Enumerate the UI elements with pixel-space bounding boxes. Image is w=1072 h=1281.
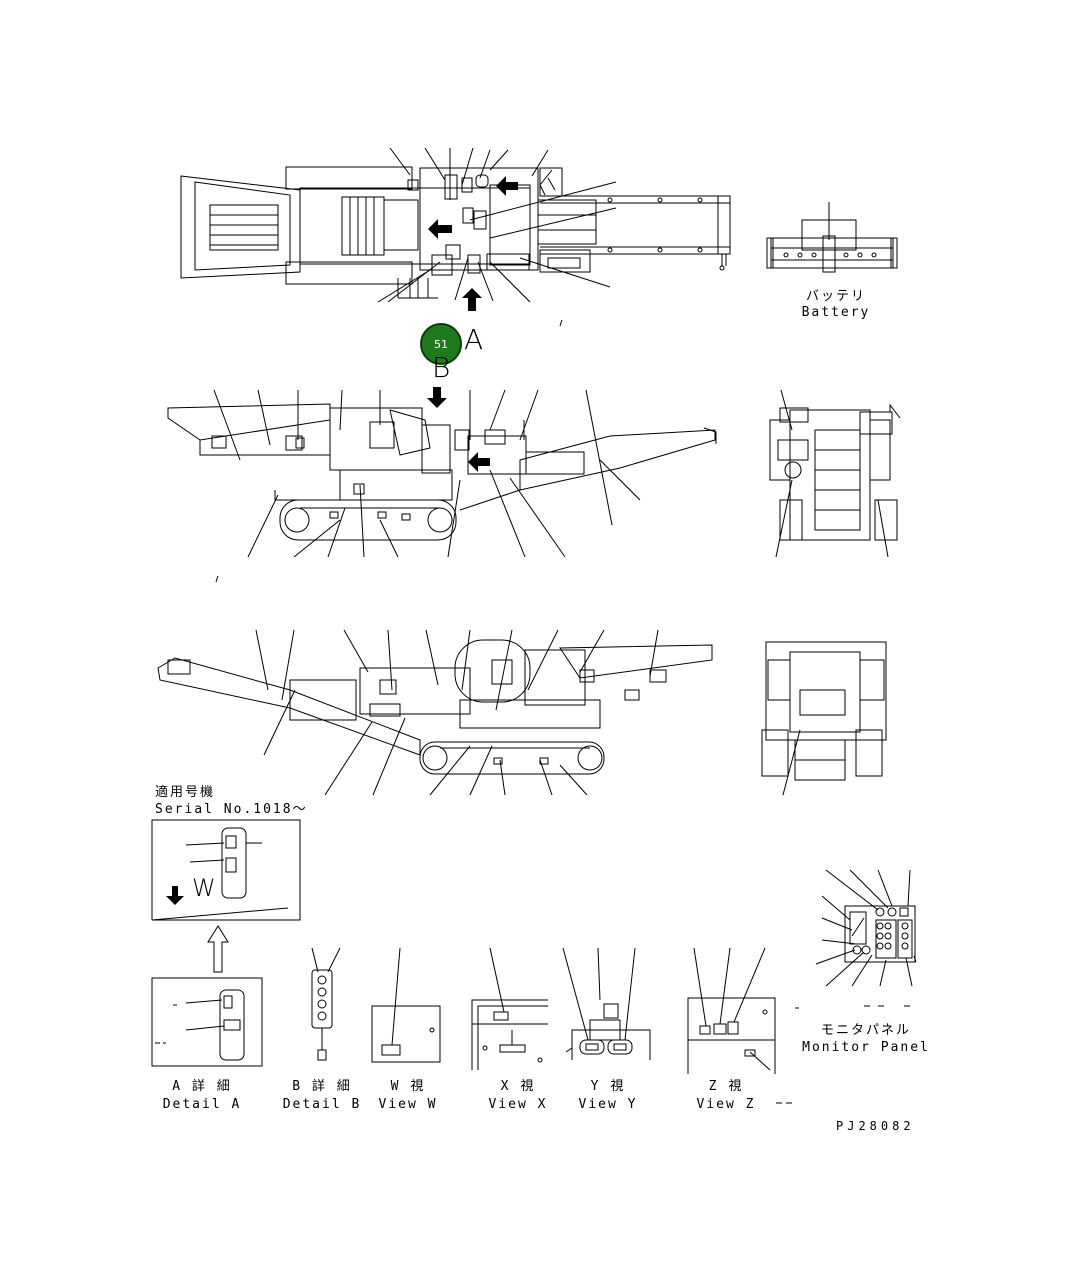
view-y-label-en: View Y [578, 1097, 638, 1112]
drawing-code: PJ28082 [836, 1119, 915, 1133]
direction-arrows [166, 176, 518, 905]
view-arrow-label-a: A [464, 323, 484, 356]
detail-b-label-ja: B 詳 細 [292, 1079, 352, 1094]
top-view-leaders [377, 147, 617, 303]
part-number-label: 51 [434, 337, 448, 351]
view-x-label-ja: X 視 [500, 1079, 536, 1094]
detail-a-label-en: Detail A [162, 1097, 242, 1112]
detail-a-label-ja: A 詳 細 [172, 1079, 232, 1094]
serial-label-en: Serial No.1018～ [155, 802, 308, 817]
view-arrow-label-b: B [432, 351, 451, 384]
right-side-leaders [255, 629, 659, 796]
detail-b-drawing [311, 947, 341, 1061]
left-side-leaders [213, 389, 641, 558]
front-view-1-leaders [775, 389, 889, 558]
stray-marks [155, 319, 910, 1104]
monitor-panel-leaders [815, 869, 917, 987]
rear-view-leader [782, 729, 801, 796]
view-z-label-ja: Z 視 [708, 1079, 744, 1094]
view-w-label-ja: W 視 [390, 1079, 426, 1094]
view-w-drawing [371, 947, 441, 1063]
battery-label-ja: バッテリ [805, 289, 867, 304]
up-arrow [207, 925, 229, 973]
rear-view [761, 641, 887, 781]
view-w-marker-letter: W [192, 874, 216, 902]
view-x-drawing [471, 947, 548, 1070]
monitor-panel-drawing [844, 905, 916, 963]
view-z-label-en: View Z [696, 1097, 756, 1112]
view-x-label-en: View X [488, 1097, 548, 1112]
view-z-drawing [687, 947, 776, 1074]
monitor-panel-label-en: Monitor Panel [802, 1040, 930, 1055]
detail-b-label-en: Detail B [282, 1097, 362, 1112]
left-side-view [167, 403, 717, 541]
view-y-label-ja: Y 視 [590, 1079, 626, 1094]
serial-label-ja: 適用号機 [155, 785, 216, 800]
serial-detail-box [151, 819, 301, 921]
part-number-marker[interactable]: 51 [420, 323, 462, 365]
detail-a-drawing [151, 977, 263, 1067]
front-view-1 [769, 403, 901, 541]
battery-label-en: Battery [801, 305, 871, 320]
top-view-machine [180, 166, 731, 299]
view-y-drawing [562, 947, 651, 1060]
monitor-panel-label-ja: モニタパネル [820, 1023, 912, 1038]
right-side-view [157, 639, 713, 775]
view-w-label-en: View W [378, 1097, 438, 1112]
battery-drawing [766, 202, 898, 273]
